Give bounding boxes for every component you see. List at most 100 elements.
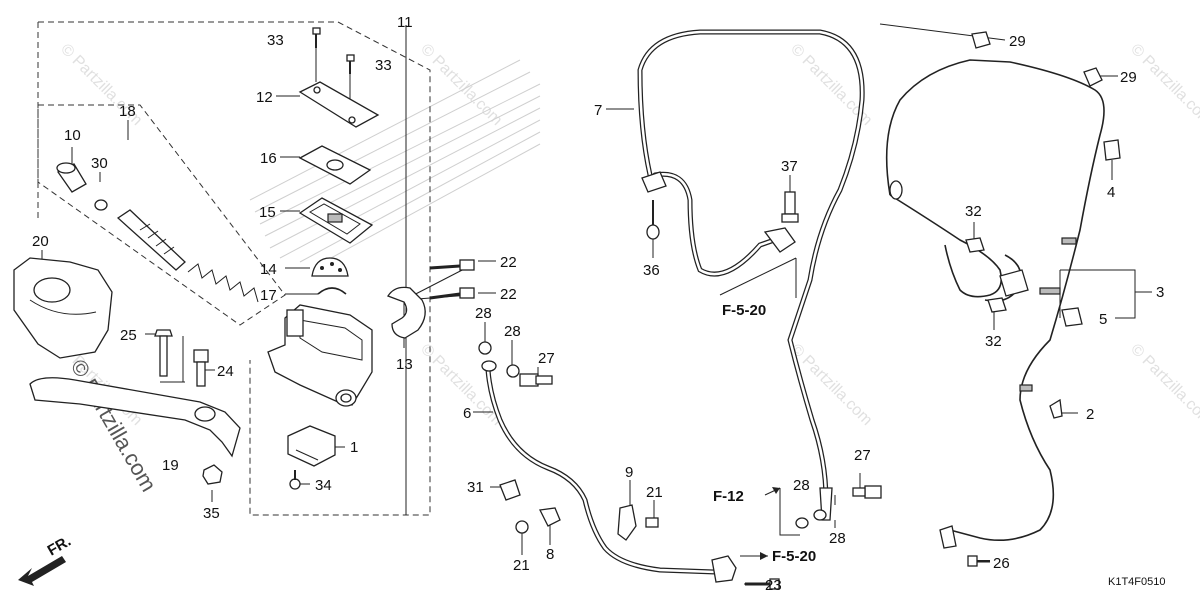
callout-13: 13 bbox=[396, 356, 413, 373]
callout-16: 16 bbox=[260, 150, 277, 167]
washer-28b bbox=[506, 364, 520, 378]
washer-28d bbox=[795, 517, 809, 529]
callout-28-a: 28 bbox=[475, 305, 492, 322]
snap-ring bbox=[94, 199, 108, 211]
watermark: © Partzilla.com bbox=[1127, 41, 1200, 129]
bolt-26 bbox=[967, 555, 990, 567]
watermark: © Partzilla.com bbox=[1127, 341, 1200, 429]
callout-6: 6 bbox=[463, 405, 471, 422]
clip-4 bbox=[1103, 139, 1121, 161]
callout-26: 26 bbox=[993, 555, 1010, 572]
callout-9: 9 bbox=[625, 464, 633, 481]
callout-12: 12 bbox=[256, 89, 273, 106]
callout-4: 4 bbox=[1107, 184, 1115, 201]
lower-hoses bbox=[429, 259, 780, 590]
brake-lever bbox=[29, 377, 241, 458]
screw-34 bbox=[289, 470, 301, 490]
callout-5: 5 bbox=[1099, 311, 1107, 328]
callout-labels: 1 2 3 4 5 6 7 8 9 10 11 12 13 14 15 16 1… bbox=[32, 14, 1164, 594]
assembly-outlines bbox=[37, 21, 431, 516]
callout-11: 11 bbox=[397, 14, 413, 31]
callout-3: 3 bbox=[1156, 284, 1164, 301]
master-cylinder-cluster bbox=[267, 27, 426, 490]
callout-33-right: 33 bbox=[375, 57, 392, 74]
callout-21-upper: 21 bbox=[646, 484, 663, 501]
bolt-21-lower bbox=[515, 520, 529, 534]
callout-20: 20 bbox=[32, 233, 49, 250]
bolt-22-lower bbox=[429, 287, 475, 300]
front-arrow bbox=[18, 556, 66, 586]
callout-19: 19 bbox=[162, 457, 179, 474]
hose-clip bbox=[641, 171, 667, 193]
callout-25: 25 bbox=[120, 327, 137, 344]
clamp-32a bbox=[965, 237, 985, 253]
callout-34: 34 bbox=[315, 477, 332, 494]
callout-18: 18 bbox=[119, 103, 136, 120]
float-cap bbox=[311, 257, 349, 277]
callout-10: 10 bbox=[64, 127, 81, 144]
callout-22-lower: 22 bbox=[500, 286, 517, 303]
banjo-bolt-27 bbox=[519, 373, 553, 387]
reference-arrows bbox=[18, 487, 781, 586]
washer-28a bbox=[478, 341, 492, 355]
handlebar-clamp bbox=[387, 286, 426, 339]
callout-17: 17 bbox=[260, 287, 277, 304]
front-label: FR. bbox=[45, 533, 74, 560]
piston-spring bbox=[187, 263, 259, 303]
watermark: © Partzilla.com bbox=[417, 41, 505, 129]
callout-14: 14 bbox=[260, 261, 277, 278]
hose-fitting-upper bbox=[763, 227, 796, 253]
diagram-code: K1T4F0510 bbox=[1108, 576, 1165, 588]
callout-29-a: 29 bbox=[1009, 33, 1026, 50]
callout-35: 35 bbox=[203, 505, 220, 522]
bolt-21-upper bbox=[645, 517, 659, 528]
ref-f-12: F-12 bbox=[713, 488, 744, 505]
reservoir-cover-20 bbox=[13, 257, 113, 359]
callout-28-d: 28 bbox=[829, 530, 846, 547]
callout-2: 2 bbox=[1086, 406, 1094, 423]
callout-29-b: 29 bbox=[1120, 69, 1137, 86]
callout-31: 31 bbox=[467, 479, 484, 496]
nut-35 bbox=[202, 464, 223, 485]
callout-28-b: 28 bbox=[504, 323, 521, 340]
callout-1: 1 bbox=[350, 439, 358, 456]
piston-kit bbox=[56, 162, 259, 303]
clip-29a bbox=[971, 31, 991, 49]
upper-hoses bbox=[637, 29, 882, 529]
banjo-bolt-27-right bbox=[852, 485, 882, 499]
callout-24: 24 bbox=[217, 363, 234, 380]
callout-22-upper: 22 bbox=[500, 254, 517, 271]
bolt-24 bbox=[193, 349, 209, 387]
sensor-cable bbox=[885, 59, 1105, 541]
sensor-harness bbox=[885, 31, 1121, 567]
clip-5 bbox=[1061, 307, 1083, 327]
bolt-25 bbox=[154, 329, 173, 377]
brake-switch bbox=[287, 425, 336, 467]
master-cylinder-body bbox=[267, 304, 373, 406]
callout-27-right: 27 bbox=[854, 447, 871, 464]
bolt-36 bbox=[646, 200, 660, 240]
ref-f-5-20-upper: F-5-20 bbox=[722, 302, 766, 319]
clamp-8 bbox=[539, 507, 561, 527]
connector bbox=[999, 269, 1029, 297]
callout-32-a: 32 bbox=[965, 203, 982, 220]
clamp-32b bbox=[987, 297, 1007, 313]
callout-36: 36 bbox=[643, 262, 660, 279]
bolt-22-upper bbox=[429, 259, 475, 271]
callout-8: 8 bbox=[546, 546, 554, 563]
screw-33-top bbox=[312, 27, 321, 48]
callout-32-b: 32 bbox=[985, 333, 1002, 350]
callout-21-lower: 21 bbox=[513, 557, 530, 574]
hose-fitting-lower bbox=[711, 555, 737, 583]
clip-31 bbox=[499, 479, 521, 501]
watermark: © Partzilla.com bbox=[66, 355, 162, 496]
hatch-area bbox=[249, 59, 541, 265]
washer-28c bbox=[813, 509, 827, 521]
bolt-23 bbox=[745, 578, 780, 590]
bracket-9 bbox=[617, 504, 637, 541]
brake-hose-7 bbox=[637, 29, 865, 503]
lever-assembly bbox=[13, 257, 241, 485]
callout-23: 23 bbox=[765, 577, 782, 594]
reservoir-cover bbox=[298, 81, 380, 128]
